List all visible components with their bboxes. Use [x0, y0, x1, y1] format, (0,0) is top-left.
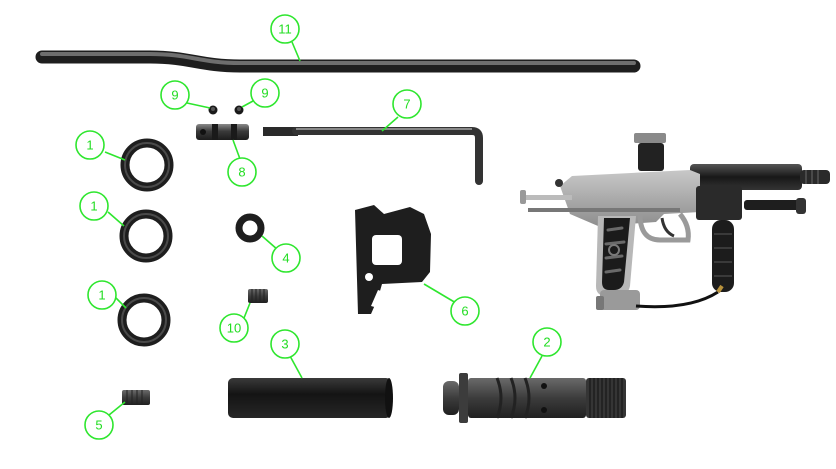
part-10-small-screw	[248, 289, 268, 303]
part-3-black-tube	[228, 378, 393, 418]
callout-2: 2	[532, 327, 562, 357]
part-4-small-o-ring	[235, 213, 265, 243]
part-6-bracket-plate	[355, 205, 431, 314]
callout-8-label: 8	[238, 165, 245, 180]
callout-10: 10	[219, 313, 249, 343]
part-1-o-ring-middle	[119, 209, 173, 263]
callout-9-right-label: 9	[261, 86, 268, 101]
part-1-o-ring-bottom	[117, 293, 171, 347]
assembled-marker	[520, 133, 830, 310]
callout-11: 11	[270, 14, 300, 44]
callout-11-label: 11	[278, 22, 292, 37]
callout-3: 3	[270, 329, 300, 359]
part-11-curved-rod	[35, 50, 641, 73]
callout-9-right: 9	[250, 78, 280, 108]
callout-8: 8	[227, 157, 257, 187]
callout-7: 7	[392, 89, 422, 119]
part-7-l-rod	[263, 127, 483, 185]
part-9-set-screw-right	[234, 105, 244, 115]
callout-7-label: 7	[403, 97, 410, 112]
callout-5-label: 5	[95, 418, 102, 433]
part-1-o-ring-top	[120, 138, 174, 192]
part-5-set-screw	[122, 390, 150, 405]
callout-1-top-label: 1	[86, 138, 93, 153]
part-8-connector-block	[196, 124, 249, 140]
callout-1-bottom-label: 1	[98, 288, 105, 303]
callout-4: 4	[271, 243, 301, 273]
callout-1-middle-label: 1	[90, 199, 97, 214]
callout-1-top: 1	[75, 130, 105, 160]
callout-10-label: 10	[227, 321, 241, 336]
part-2-bolt-assembly	[443, 373, 626, 423]
callouts: 11 9 9 7 8 1 1 1	[75, 14, 562, 440]
callout-3-label: 3	[281, 337, 288, 352]
callout-6: 6	[450, 296, 480, 326]
callout-4-label: 4	[282, 251, 289, 266]
callout-9-left-label: 9	[171, 88, 178, 103]
callout-6-label: 6	[461, 304, 468, 319]
callout-1-middle: 1	[79, 191, 109, 221]
callout-5: 5	[84, 410, 114, 440]
part-9-set-screw-left	[208, 105, 218, 115]
callout-2-label: 2	[543, 335, 550, 350]
callout-9-left: 9	[160, 80, 190, 110]
callout-1-bottom: 1	[87, 280, 117, 310]
